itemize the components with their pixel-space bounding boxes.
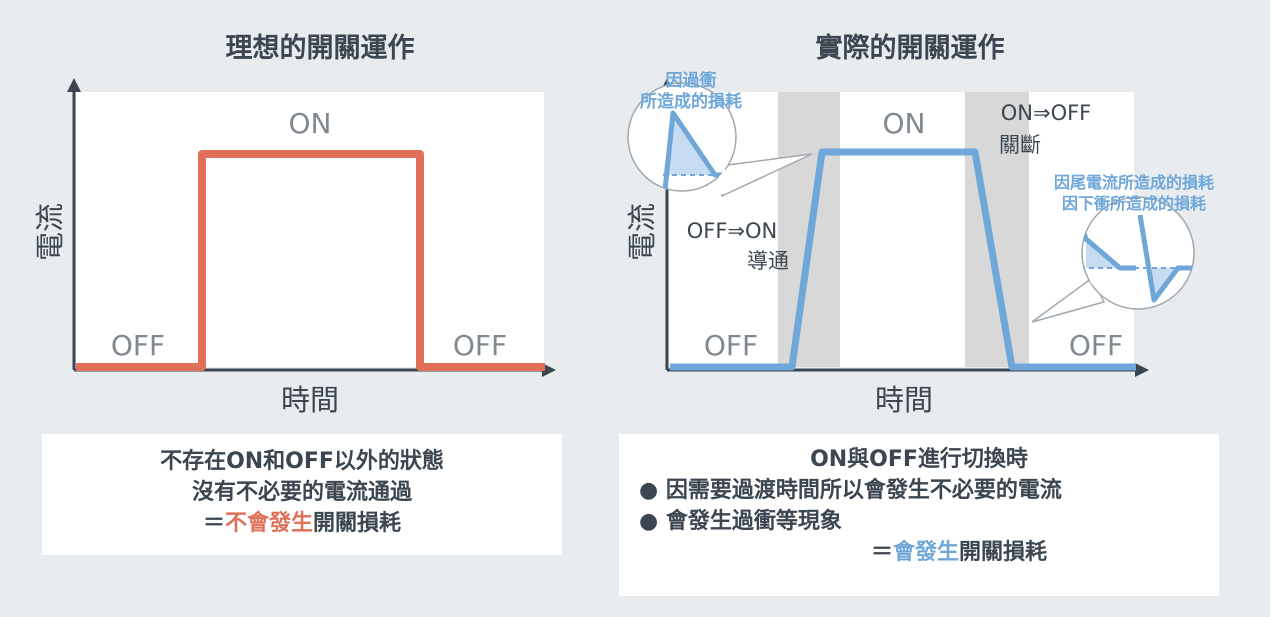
tail-callout-line1: 因尾電流所造成的損耗 bbox=[1054, 173, 1214, 192]
ideal-caption-line2: 沒有不必要的電流通過 bbox=[191, 480, 412, 505]
real-caption-highlight: 會發生 bbox=[892, 540, 959, 565]
overshoot-callout-line2: 所造成的損耗 bbox=[640, 91, 742, 112]
turn-off-sublabel: 關斷 bbox=[999, 133, 1041, 157]
real-on-label: ON bbox=[883, 107, 926, 140]
real-caption-suffix: 開關損耗 bbox=[959, 540, 1048, 565]
real-current-waveform bbox=[670, 148, 1136, 371]
overshoot-callout-line1: 因過衝 bbox=[666, 70, 717, 91]
real-off-left-label: OFF bbox=[704, 329, 758, 362]
real-caption-line4: ＝會發生開關損耗 bbox=[619, 537, 1219, 568]
overshoot-callout: 因過衝 所造成的損耗 bbox=[627, 70, 813, 198]
ideal-x-label: 時間 bbox=[281, 383, 339, 417]
real-title: 實際的開關運作 bbox=[815, 33, 1005, 64]
real-caption-bullet2: ● 會發生過衝等現象 bbox=[639, 509, 842, 534]
real-caption-box: ON與OFF進行切換時 ● 因需要過渡時間所以會發生不必要的電流 ● 會發生過衝… bbox=[619, 434, 1219, 596]
turn-off-label: ON⇒OFF bbox=[1001, 101, 1092, 125]
tail-undershoot-callout: 因尾電流所造成的損耗 因下衝所造成的損耗 bbox=[1031, 173, 1214, 323]
real-caption-bullet1: ● 因需要過渡時間所以會發生不必要的電流 bbox=[639, 478, 1062, 503]
ideal-diagram: ON OFF OFF 時間 電流 bbox=[33, 78, 556, 417]
diagram-canvas: ON OFF OFF 時間 電流 ON OFF OFF 時間 電流 OFF⇒ON… bbox=[33, 70, 1214, 417]
real-caption-equals: ＝ bbox=[870, 540, 893, 565]
ideal-caption-line3: ＝不會發生開關損耗 bbox=[42, 508, 562, 539]
ideal-caption-box: 不存在ON和OFF以外的狀態 沒有不必要的電流通過 ＝不會發生開關損耗 bbox=[42, 434, 562, 555]
real-y-label: 電流 bbox=[625, 203, 659, 261]
ideal-off-right-label: OFF bbox=[453, 329, 507, 362]
real-plot-area bbox=[668, 92, 1134, 367]
turn-on-label: OFF⇒ON bbox=[687, 219, 778, 243]
turn-off-transition-band bbox=[965, 92, 1029, 367]
ideal-y-axis-arrow bbox=[67, 78, 81, 92]
ideal-caption-line1: 不存在ON和OFF以外的狀態 bbox=[160, 449, 444, 474]
real-caption-line1: ON與OFF進行切換時 bbox=[810, 447, 1028, 472]
real-off-right-label: OFF bbox=[1069, 329, 1123, 362]
ideal-on-label: ON bbox=[289, 107, 332, 140]
ideal-y-label: 電流 bbox=[33, 203, 67, 261]
turn-on-sublabel: 導通 bbox=[747, 249, 789, 273]
ideal-caption-equals: ＝ bbox=[202, 511, 225, 536]
real-diagram: ON OFF OFF 時間 電流 OFF⇒ON 導通 ON⇒OFF 關斷 因過衝… bbox=[625, 70, 1214, 417]
ideal-off-left-label: OFF bbox=[111, 329, 165, 362]
real-x-label: 時間 bbox=[875, 383, 933, 417]
undershoot-callout-line2: 因下衝所造成的損耗 bbox=[1062, 194, 1206, 213]
real-x-axis-arrow bbox=[1135, 363, 1149, 377]
ideal-caption-highlight: 不會發生 bbox=[224, 511, 313, 536]
ideal-x-axis-arrow bbox=[542, 363, 556, 377]
ideal-plot-area bbox=[76, 92, 544, 367]
ideal-title: 理想的開關運作 bbox=[225, 33, 415, 64]
ideal-caption-suffix: 開關損耗 bbox=[313, 511, 402, 536]
ideal-current-waveform bbox=[76, 150, 545, 371]
overshoot-loss-area bbox=[663, 113, 712, 175]
